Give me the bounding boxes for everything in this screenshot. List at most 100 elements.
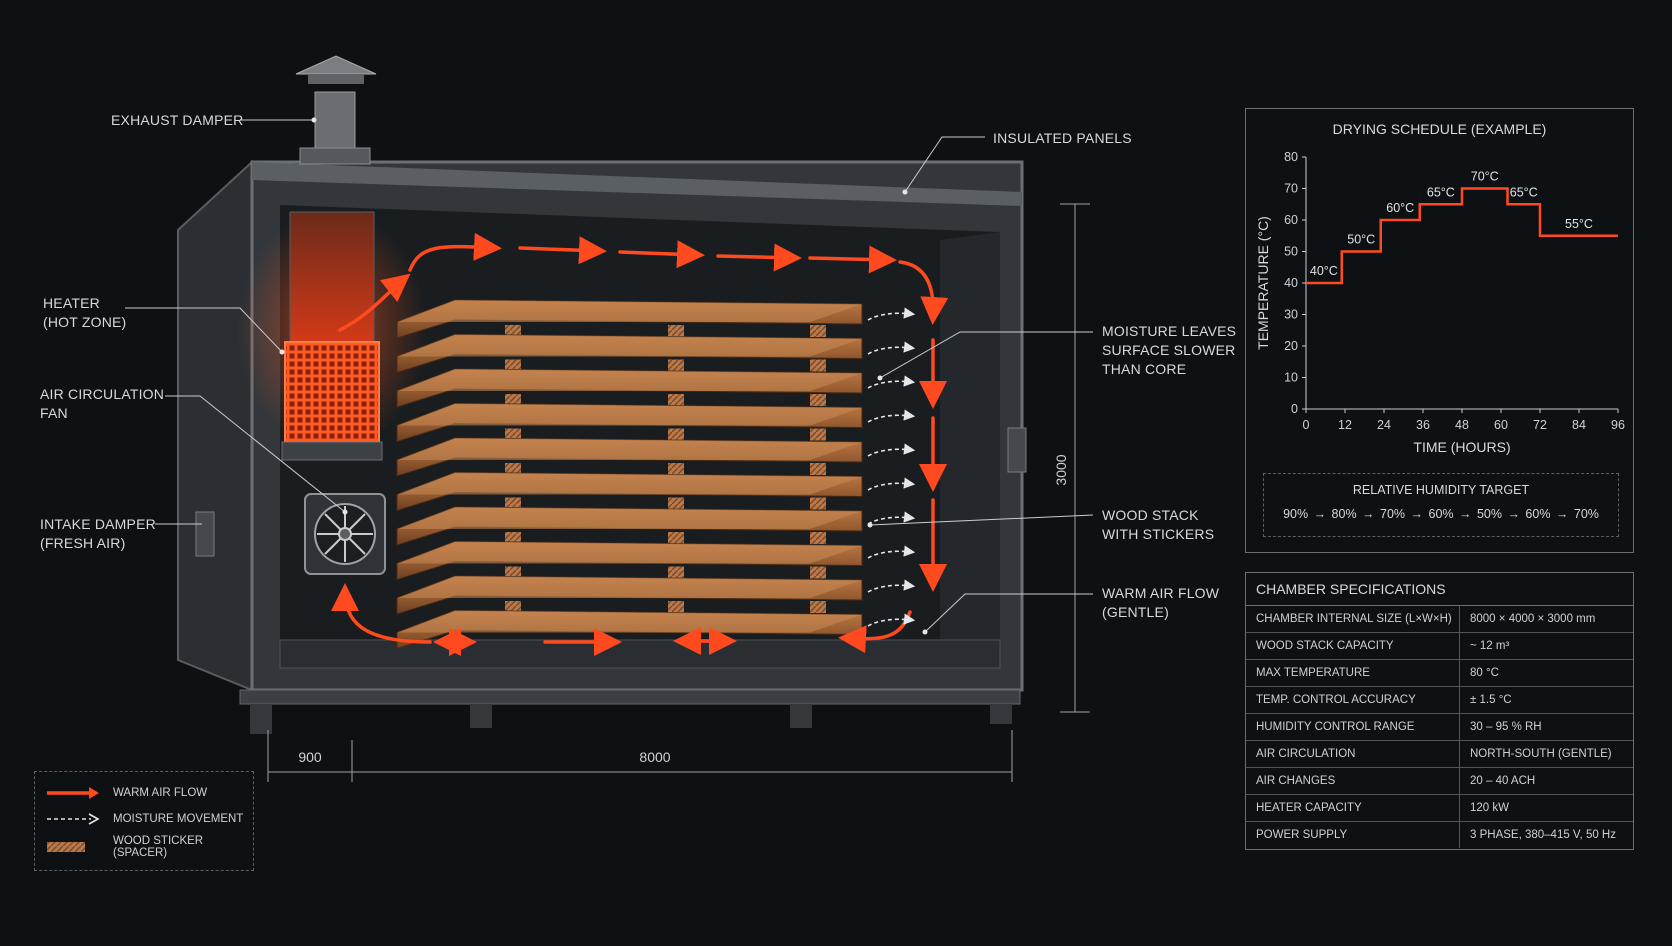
base-leg — [250, 704, 272, 734]
rh-target-box: RELATIVE HUMIDITY TARGET 90% → 80% → 70%… — [1263, 473, 1619, 537]
wood-sticker — [668, 463, 684, 475]
wood-sticker — [810, 325, 826, 337]
wood-sticker — [505, 601, 521, 613]
wood-sticker — [810, 566, 826, 579]
moisture-arrow — [867, 579, 916, 593]
dimension-length: 8000 — [639, 749, 670, 765]
spec-value: 120 kW — [1459, 794, 1633, 822]
label-wood-stack: WOOD STACK WITH STICKERS — [1102, 507, 1215, 542]
spec-key: POWER SUPPLY — [1246, 821, 1460, 848]
rh-values: 90% → 80% → 70% → 60% → 50% → 60% → 70% — [1283, 507, 1599, 521]
y-tick-label: 40 — [1284, 276, 1298, 290]
x-tick-label: 36 — [1416, 418, 1430, 432]
spec-value: ~ 12 m³ — [1459, 632, 1633, 660]
spec-key: AIR CIRCULATION — [1246, 740, 1460, 768]
wood-stack — [396, 299, 863, 650]
label-insulated-panels: INSULATED PANELS — [993, 130, 1132, 146]
wood-sticker — [505, 566, 521, 579]
y-tick-label: 70 — [1284, 182, 1298, 196]
rh-title: RELATIVE HUMIDITY TARGET — [1352, 483, 1530, 497]
y-tick-label: 10 — [1284, 371, 1298, 385]
y-axis-label: TEMPERATURE (°C) — [1255, 216, 1271, 350]
wood-sticker — [668, 394, 684, 406]
x-tick-label: 96 — [1611, 418, 1625, 432]
wood-board-top — [397, 300, 862, 322]
label-heater: HEATER (HOT ZONE) — [43, 295, 127, 330]
specs-title: CHAMBER SPECIFICATIONS — [1246, 573, 1633, 606]
wood-sticker — [668, 428, 684, 441]
spec-value: 3 PHASE, 380–415 V, 50 Hz — [1470, 829, 1616, 841]
wood-board-top — [397, 334, 862, 357]
spec-key: AIR CHANGES — [1246, 767, 1460, 795]
step-label: 55°C — [1565, 217, 1593, 231]
wood-board-top — [397, 369, 862, 391]
moisture-arrow — [867, 341, 916, 355]
spec-key: HUMIDITY CONTROL RANGE — [1246, 713, 1460, 741]
moisture-arrow — [867, 375, 916, 389]
spec-key: CHAMBER INTERNAL SIZE (L×W×H) — [1246, 606, 1460, 633]
label-exhaust-damper: EXHAUST DAMPER — [111, 112, 244, 128]
legend-label: MOISTURE MOVEMENT — [113, 813, 244, 825]
wood-sticker — [668, 359, 684, 372]
x-tick-label: 72 — [1533, 418, 1547, 432]
base-beam — [239, 689, 1021, 705]
wood-sticker — [668, 532, 684, 544]
dimension-offset: 900 — [298, 749, 322, 765]
leader-lines — [125, 119, 1094, 633]
door-latch — [1007, 427, 1027, 473]
moisture-arrow — [867, 409, 916, 423]
wood-sticker — [668, 497, 684, 510]
spec-key: MAX TEMPERATURE — [1246, 659, 1460, 687]
schedule-title: DRYING SCHEDULE (EXAMPLE) — [1332, 121, 1547, 137]
legend: WARM AIR FLOW MOISTURE MOVEMENT WOOD STI… — [34, 771, 254, 871]
wood-sticker — [810, 532, 826, 544]
wood-board-top — [397, 576, 862, 598]
dashed-arrow-icon — [45, 812, 101, 826]
label-moisture: MOISTURE LEAVES SURFACE SLOWER THAN CORE — [1102, 323, 1237, 377]
wood-sticker — [505, 463, 521, 475]
y-tick-label: 60 — [1284, 213, 1298, 227]
wood-sticker — [668, 601, 684, 613]
spec-row: WOOD STACK CAPACITY~ 12 m³ — [1246, 632, 1633, 660]
legend-label: WOOD STICKER (SPACER) — [113, 835, 204, 859]
wood-sticker — [810, 601, 826, 613]
dimension-height: 3000 — [1053, 454, 1069, 485]
x-tick-label: 12 — [1338, 418, 1352, 432]
wood-sticker — [505, 325, 521, 337]
step-label: 65°C — [1427, 185, 1455, 199]
label-intake-damper: INTAKE DAMPER (FRESH AIR) — [40, 516, 156, 551]
step-label: 50°C — [1347, 233, 1375, 247]
warm-air-flow — [331, 232, 949, 656]
wood-sticker — [505, 394, 521, 406]
insulated-roof — [252, 162, 1022, 206]
x-tick-label: 84 — [1572, 418, 1586, 432]
chimney-cap — [295, 55, 377, 75]
moisture-arrow — [867, 613, 916, 627]
spec-value: 30 – 95 % RH — [1459, 713, 1633, 741]
wood-board-top — [397, 541, 862, 564]
wood-sticker — [668, 566, 684, 579]
spec-key: TEMP. CONTROL ACCURACY — [1246, 686, 1460, 714]
heater-grille — [284, 341, 380, 443]
spec-row: CHAMBER INTERNAL SIZE (L×W×H)8000 × 4000… — [1246, 606, 1633, 633]
wood-board-top — [397, 472, 862, 495]
step-label: 70°C — [1471, 170, 1499, 184]
moisture-arrow — [867, 477, 916, 491]
x-tick-label: 24 — [1377, 418, 1391, 432]
chimney-cap-ring — [308, 74, 364, 84]
legend-item-sticker: WOOD STICKER (SPACER) — [45, 835, 253, 859]
wood-board-top — [397, 507, 862, 529]
temperature-line — [1306, 187, 1618, 285]
wood-sticker — [810, 497, 826, 510]
spec-value: 80 °C — [1459, 659, 1633, 687]
wood-board-top — [397, 403, 862, 426]
x-tick-label: 60 — [1494, 418, 1508, 432]
legend-label: WARM AIR FLOW — [113, 787, 208, 799]
